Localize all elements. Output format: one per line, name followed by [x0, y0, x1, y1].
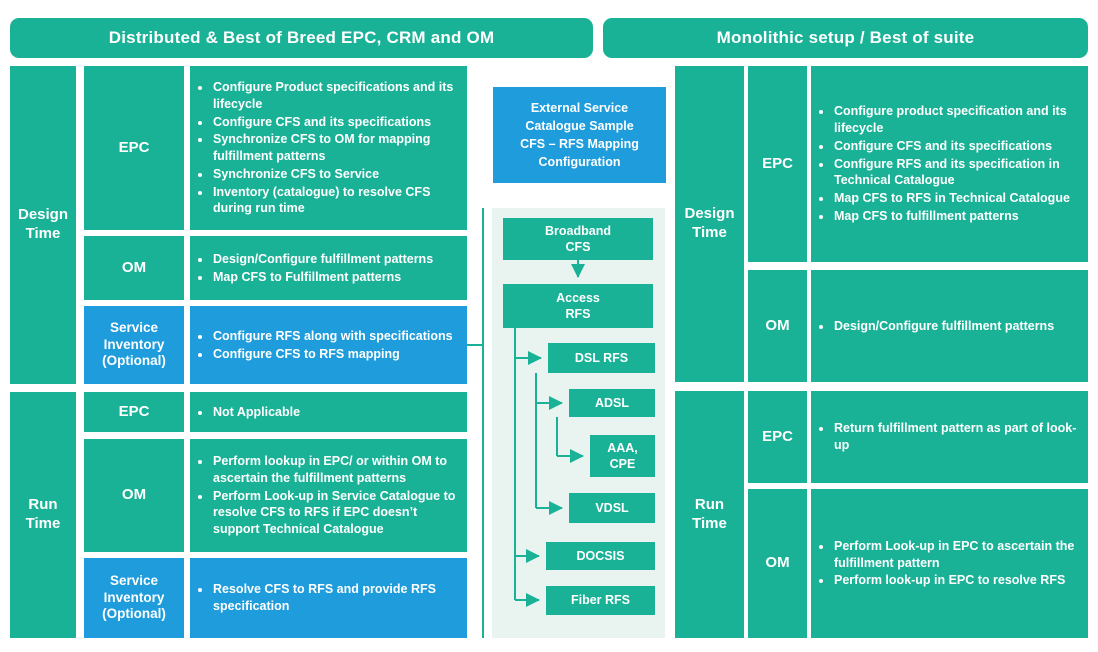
bullet-item: Synchronize CFS to OM for mapping fulfil…: [212, 131, 457, 165]
flow-node-docsis: DOCSIS: [546, 542, 655, 570]
bullet-item: Perform Look-up in EPC to ascertain the …: [833, 538, 1078, 572]
bullet-item: Perform Look-up in Service Catalogue to …: [212, 488, 457, 538]
left-design-epc-bullets: Configure Product specifications and its…: [190, 66, 467, 230]
right-design-om-bullets: Design/Configure fulfillment patterns: [811, 270, 1088, 382]
right-run-om-bullets: Perform Look-up in EPC to ascertain the …: [811, 489, 1088, 638]
left-design-om-label: OM: [84, 236, 184, 300]
right-run-epc-label: EPC: [748, 391, 807, 483]
bullet-item: Resolve CFS to RFS and provide RFS speci…: [212, 581, 457, 615]
left-section-header: Distributed & Best of Breed EPC, CRM and…: [10, 18, 593, 58]
flow-node-access-rfs: Access RFS: [503, 284, 653, 328]
left-run-service-inventory-bullets: Resolve CFS to RFS and provide RFS speci…: [190, 558, 467, 638]
left-design-service-inventory-label: Service Inventory (Optional): [84, 306, 184, 384]
flow-node-vdsl: VDSL: [569, 493, 655, 523]
left-run-om-label: OM: [84, 439, 184, 552]
left-design-time-label: Design Time: [10, 66, 76, 384]
right-run-epc-bullets: Return fulfillment pattern as part of lo…: [811, 391, 1088, 483]
bullet-item: Inventory (catalogue) to resolve CFS dur…: [212, 184, 457, 218]
flow-node-aaa-cpe: AAA, CPE: [590, 435, 655, 477]
bullet-item: Configure Product specifications and its…: [212, 79, 457, 113]
right-run-om-label: OM: [748, 489, 807, 638]
left-run-service-inventory-label: Service Inventory (Optional): [84, 558, 184, 638]
right-design-epc-label: EPC: [748, 66, 807, 262]
bullet-item: Design/Configure fulfillment patterns: [212, 251, 457, 268]
right-section-header: Monolithic setup / Best of suite: [603, 18, 1088, 58]
bullet-item: Map CFS to RFS in Technical Catalogue: [833, 190, 1078, 207]
left-design-epc-label: EPC: [84, 66, 184, 230]
right-design-om-label: OM: [748, 270, 807, 382]
bullet-item: Not Applicable: [212, 404, 457, 421]
bullet-item: Configure CFS and its specifications: [833, 138, 1078, 155]
bullet-item: Map CFS to Fulfillment patterns: [212, 269, 457, 286]
flow-node-fiber-rfs: Fiber RFS: [546, 586, 655, 615]
right-run-time-label: Run Time: [675, 391, 744, 638]
bullet-item: Synchronize CFS to Service: [212, 166, 457, 183]
bullet-item: Perform look-up in EPC to resolve RFS: [833, 572, 1078, 589]
left-run-om-bullets: Perform lookup in EPC/ or within OM to a…: [190, 439, 467, 552]
left-design-om-bullets: Design/Configure fulfillment patterns Ma…: [190, 236, 467, 300]
left-run-time-label: Run Time: [10, 392, 76, 638]
service-inventory-bracket: [467, 208, 484, 638]
right-design-epc-bullets: Configure product specification and its …: [811, 66, 1088, 262]
left-design-service-inventory-bullets: Configure RFS along with specifications …: [190, 306, 467, 384]
right-design-time-label: Design Time: [675, 66, 744, 382]
bullet-item: Return fulfillment pattern as part of lo…: [833, 420, 1078, 454]
bullet-item: Design/Configure fulfillment patterns: [833, 318, 1078, 335]
external-service-catalogue-info-box: External Service Catalogue Sample CFS – …: [493, 87, 666, 183]
bullet-item: Configure product specification and its …: [833, 103, 1078, 137]
left-run-epc-label: EPC: [84, 392, 184, 432]
bullet-item: Perform lookup in EPC/ or within OM to a…: [212, 453, 457, 487]
bullet-item: Configure RFS along with specifications: [212, 328, 457, 345]
flow-node-dsl-rfs: DSL RFS: [548, 343, 655, 373]
bullet-item: Map CFS to fulfillment patterns: [833, 208, 1078, 225]
bullet-item: Configure CFS to RFS mapping: [212, 346, 457, 363]
cfs-rfs-mapping-panel: [492, 208, 665, 638]
left-run-epc-bullets: Not Applicable: [190, 392, 467, 432]
flow-node-adsl: ADSL: [569, 389, 655, 417]
bullet-item: Configure RFS and its specification in T…: [833, 156, 1078, 190]
flow-node-broadband-cfs: Broadband CFS: [503, 218, 653, 260]
bullet-item: Configure CFS and its specifications: [212, 114, 457, 131]
